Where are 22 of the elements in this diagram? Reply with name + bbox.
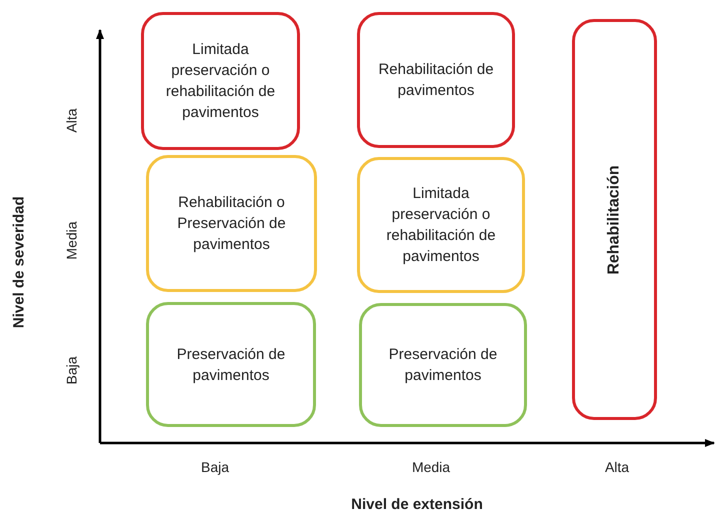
category-box xyxy=(141,12,300,150)
category-box xyxy=(359,303,527,427)
category-box xyxy=(146,302,316,427)
axis-tick-label: Alta xyxy=(62,108,80,132)
axis-tick-label: Alta xyxy=(604,458,630,476)
box-label: Limitada preservación o rehabilitación de pavimentos xyxy=(385,184,497,267)
box-label: Rehabilitación o Preservación de pavimentos xyxy=(176,193,287,255)
box-label: Limitada preservación o rehabilitación de pavimentos xyxy=(164,40,276,123)
axis-tick-label: Media xyxy=(62,220,80,260)
box-label: Preservación de pavimentos xyxy=(176,344,286,386)
axis-tick-label: Baja xyxy=(200,458,230,477)
box-label: Rehabilitación de pavimentos xyxy=(377,60,495,101)
category-box xyxy=(357,12,515,148)
axis-tick-label: Baja xyxy=(62,356,80,384)
axis-tick-label: Media xyxy=(412,458,450,476)
box-label: Rehabilitación xyxy=(604,164,624,274)
box-label: Preservación de pavimentos xyxy=(388,345,498,386)
category-box xyxy=(572,19,657,420)
category-box xyxy=(357,157,525,293)
axis-title: Nivel de severidad xyxy=(10,196,29,328)
axis-title: Nivel de extensión xyxy=(351,494,483,514)
category-box xyxy=(146,155,317,292)
